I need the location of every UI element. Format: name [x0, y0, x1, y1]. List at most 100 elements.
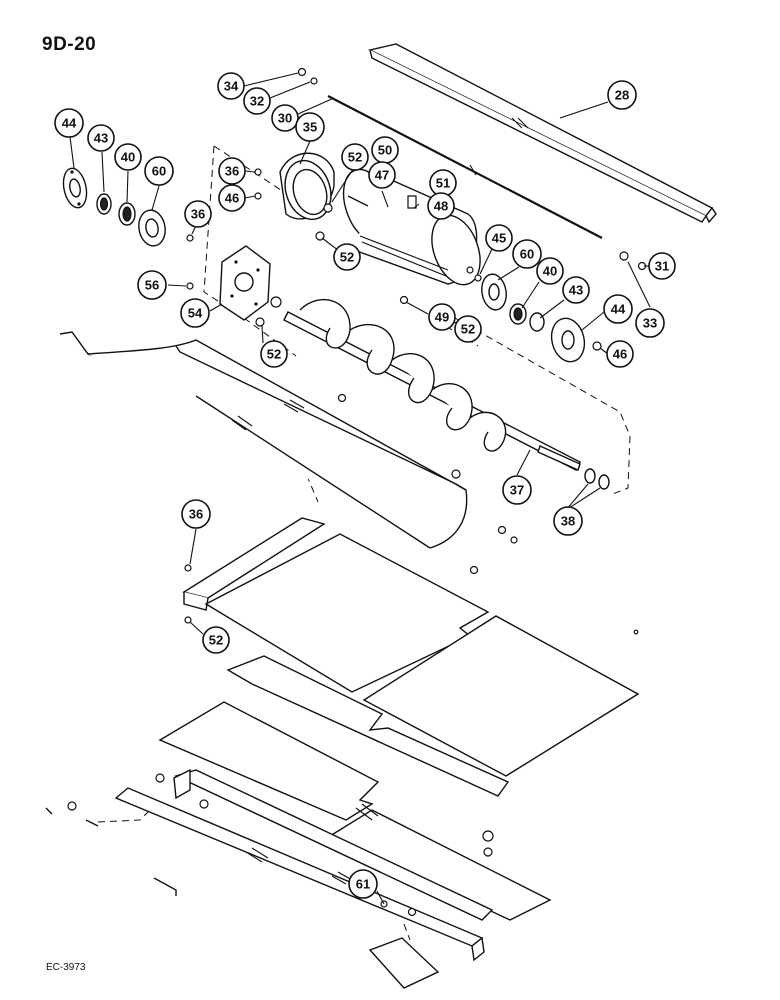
bolt-part [184, 564, 192, 572]
callout-44: 44 [603, 294, 633, 324]
svg-text:44: 44 [611, 302, 626, 317]
svg-text:52: 52 [348, 150, 362, 165]
svg-text:60: 60 [152, 164, 166, 179]
bolt-part [407, 907, 417, 917]
nut-part [297, 67, 307, 77]
svg-text:30: 30 [278, 111, 292, 126]
callout-60: 60 [512, 239, 542, 269]
right-bearing-stack [481, 273, 586, 363]
callout-49: 49 [428, 303, 456, 331]
callout-36: 36 [184, 200, 212, 228]
svg-text:52: 52 [340, 250, 354, 265]
bolt-part [186, 282, 194, 290]
auger-part [283, 299, 581, 471]
rivet-part [633, 629, 639, 635]
svg-text:46: 46 [225, 191, 239, 206]
callout-61: 61 [348, 869, 378, 899]
svg-text:33: 33 [643, 316, 657, 331]
bolt-part [337, 393, 347, 403]
callout-60: 60 [144, 156, 174, 186]
figure-code: EC-3973 [46, 962, 86, 973]
svg-text:31: 31 [655, 259, 669, 274]
callout-31: 31 [648, 252, 676, 280]
callout-43: 43 [562, 276, 590, 304]
nut-part [619, 251, 629, 261]
svg-text:35: 35 [303, 120, 317, 135]
washer-part [497, 525, 507, 535]
callout-36: 36 [181, 499, 211, 529]
callout-51: 51 [429, 169, 457, 197]
nut-part [184, 616, 192, 624]
bolt-part [510, 536, 518, 544]
callout-46: 46 [218, 184, 246, 212]
bolt-part [199, 799, 209, 809]
housing-flange-part [279, 152, 335, 221]
svg-text:61: 61 [356, 877, 370, 892]
svg-text:43: 43 [569, 283, 583, 298]
pin-part [85, 819, 99, 827]
washer-part [310, 77, 318, 85]
bolt-part [254, 168, 262, 176]
svg-text:52: 52 [209, 633, 223, 648]
svg-text:43: 43 [94, 131, 108, 146]
callout-33: 33 [635, 308, 665, 338]
callout-44: 44 [54, 108, 84, 138]
left-bearing-stack [62, 167, 166, 247]
svg-text:60: 60 [520, 247, 534, 262]
top-cover-part [367, 43, 717, 224]
pin-part [45, 807, 53, 815]
nut-part [451, 469, 461, 479]
rod-part [153, 877, 177, 896]
washer-part [598, 474, 610, 490]
rod-part [327, 95, 603, 239]
callout-32: 32 [243, 87, 271, 115]
svg-text:40: 40 [543, 264, 557, 279]
svg-text:51: 51 [436, 176, 450, 191]
callout-45: 45 [485, 224, 513, 252]
svg-text:36: 36 [189, 507, 203, 522]
svg-text:44: 44 [62, 116, 77, 131]
svg-text:45: 45 [492, 231, 506, 246]
bolt-part [254, 192, 262, 200]
nut-part [592, 341, 602, 351]
svg-text:47: 47 [375, 168, 389, 183]
callout-35: 35 [295, 112, 325, 142]
screw-part [407, 195, 417, 209]
washer-part [466, 266, 474, 274]
tube-part [342, 168, 481, 286]
callout-52: 52 [260, 340, 288, 368]
callout-56: 56 [137, 270, 167, 300]
svg-text:28: 28 [615, 88, 629, 103]
callout-40: 40 [114, 143, 142, 171]
callout-50: 50 [371, 136, 399, 164]
washer-part [483, 847, 493, 857]
callout-34: 34 [217, 72, 245, 100]
end-plate-part [219, 245, 271, 321]
nut-part [270, 296, 282, 308]
svg-text:36: 36 [191, 207, 205, 222]
callout-47: 47 [368, 161, 396, 189]
svg-text:50: 50 [378, 143, 392, 158]
callout-52: 52 [341, 143, 369, 171]
svg-text:46: 46 [613, 347, 627, 362]
svg-text:34: 34 [224, 79, 239, 94]
callout-54: 54 [180, 298, 210, 328]
nut-part [255, 317, 265, 327]
washer-part [399, 295, 409, 305]
trough-part [59, 331, 468, 549]
svg-text:52: 52 [461, 322, 475, 337]
callout-52: 52 [333, 243, 361, 271]
bolt-part [469, 565, 479, 575]
bolt-part [474, 274, 482, 282]
nut-part [482, 830, 494, 842]
svg-text:32: 32 [250, 94, 264, 109]
callout-38: 38 [553, 506, 583, 536]
svg-text:54: 54 [188, 306, 203, 321]
page-title: 9D-20 [42, 34, 97, 55]
bolt-part [186, 234, 194, 242]
washer-part [584, 468, 596, 484]
washer-part [67, 801, 77, 811]
svg-text:52: 52 [267, 347, 281, 362]
callout-43: 43 [87, 124, 115, 152]
